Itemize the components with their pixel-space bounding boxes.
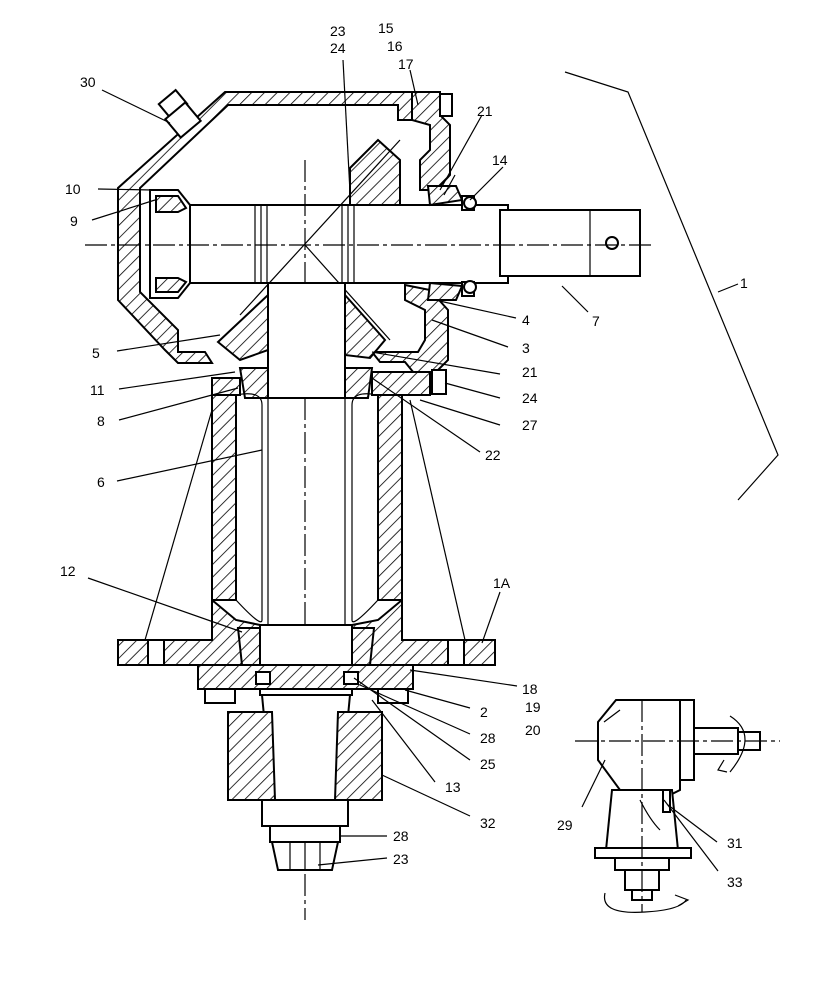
- callout-20: 20: [525, 722, 541, 738]
- callout-16: 16: [387, 38, 403, 54]
- callout-24-top: 24: [330, 40, 346, 56]
- callout-1A: 1A: [493, 575, 511, 591]
- output-bevel-gear-left: [216, 292, 269, 362]
- bottom-bolt-left: [204, 688, 236, 704]
- callout-17: 17: [398, 56, 414, 72]
- upper-output-bearing: [238, 367, 374, 399]
- callout-30: 30: [80, 74, 96, 90]
- main-section-view: [85, 88, 655, 920]
- lower-housing-left-wall: [211, 394, 237, 601]
- callout-24-mid: 24: [522, 390, 538, 406]
- blade-hub-left: [227, 711, 277, 801]
- callout-32: 32: [480, 815, 496, 831]
- callout-21-mid: 21: [522, 364, 538, 380]
- callout-11: 11: [90, 382, 105, 398]
- callout-18: 18: [522, 681, 538, 697]
- callout-10: 10: [65, 181, 81, 197]
- callout-22: 22: [485, 447, 501, 463]
- assembly-bracket: [564, 71, 779, 501]
- callout-8: 8: [97, 413, 105, 429]
- callout-7: 7: [592, 313, 600, 329]
- callout-1: 1: [740, 275, 748, 291]
- callout-29: 29: [557, 817, 573, 833]
- callout-28-bottom: 28: [393, 828, 409, 844]
- lower-housing-upper-flange: [211, 377, 241, 396]
- bottom-bolt-right: [377, 688, 409, 704]
- output-bevel-gear-right: [344, 292, 387, 360]
- callout-labels: 30 23 24 15 16 17 21 14 10 9 1 7 4 5 3 1…: [60, 20, 748, 890]
- blade-hub-right: [333, 711, 383, 801]
- mid-bolt: [431, 369, 447, 395]
- left-bearing: [149, 189, 191, 299]
- callout-31: 31: [727, 835, 743, 851]
- callout-33: 33: [727, 874, 743, 890]
- output-shaft: [259, 282, 353, 801]
- callout-23-top: 23: [330, 23, 346, 39]
- input-bevel-gear: [349, 138, 401, 206]
- callout-12: 12: [60, 563, 76, 579]
- callout-6: 6: [97, 474, 105, 490]
- callout-9: 9: [70, 213, 78, 229]
- leader-lines: [87, 59, 739, 872]
- callout-3: 3: [522, 340, 530, 356]
- callout-19: 19: [525, 699, 541, 715]
- callout-27: 27: [522, 417, 538, 433]
- callout-15: 15: [378, 20, 394, 36]
- bottom-cover-plate: [197, 664, 414, 690]
- callout-23-bottom: 23: [393, 851, 409, 867]
- inset-assembly-view: [575, 699, 780, 913]
- lower-housing-right-wall: [377, 394, 403, 601]
- callout-25: 25: [480, 756, 496, 772]
- input-shaft: [177, 204, 641, 284]
- callout-21-top: 21: [477, 103, 493, 119]
- callout-14: 14: [492, 152, 508, 168]
- callout-2: 2: [480, 704, 488, 720]
- castle-nut: [261, 799, 349, 871]
- callout-13: 13: [445, 779, 461, 795]
- callout-4: 4: [522, 312, 530, 328]
- upper-housing-left-wall: [117, 91, 413, 364]
- callout-28-mid: 28: [480, 730, 496, 746]
- lower-housing-upper-flange-right: [371, 371, 431, 396]
- breather-plug: [157, 88, 203, 139]
- top-bolt: [439, 93, 453, 117]
- callout-5: 5: [92, 345, 100, 361]
